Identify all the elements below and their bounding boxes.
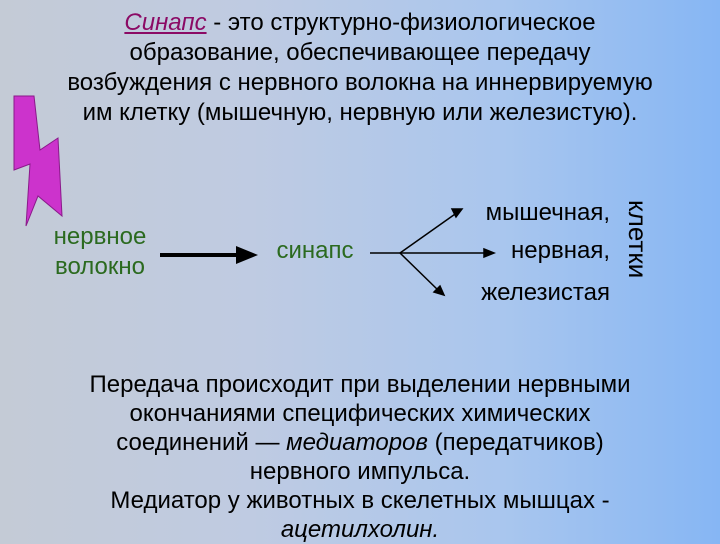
definition-line-1: Синапс - это структурно-физиологическое [124,9,596,36]
synapse-label: синапс [276,237,354,264]
term-synapse: Синапс [124,9,207,36]
term-acetylcholine: ацетилхолин. [280,516,440,543]
cell-type-gland: железистая [481,279,610,306]
transmission-paragraph: Передача происходит при выделении нервны… [10,370,710,544]
definition-line-4: им клетку (мышечную, нервную или железис… [82,99,638,126]
term-mediators: медиаторов [286,429,428,456]
definition-heading: Синапс - это структурно-физиологическое … [10,8,710,128]
cell-type-nerve: нервная, [511,237,610,264]
nerve-fiber-label: нервное волокно [53,223,147,280]
definition-line-2: образование, обеспечивающее передачу [129,39,591,66]
cell-type-muscle: мышечная, [485,199,610,226]
mediator-sentence: Медиатор у животных в скелетных мышцах - [110,487,610,514]
definition-line-3: возбуждения с нервного волокна на иннерв… [67,69,653,96]
branching-arrows [370,208,497,297]
lightning-bolt-icon [13,95,63,227]
cells-vertical-label: клетки [623,200,653,279]
arrow-fiber-to-synapse [160,246,258,264]
